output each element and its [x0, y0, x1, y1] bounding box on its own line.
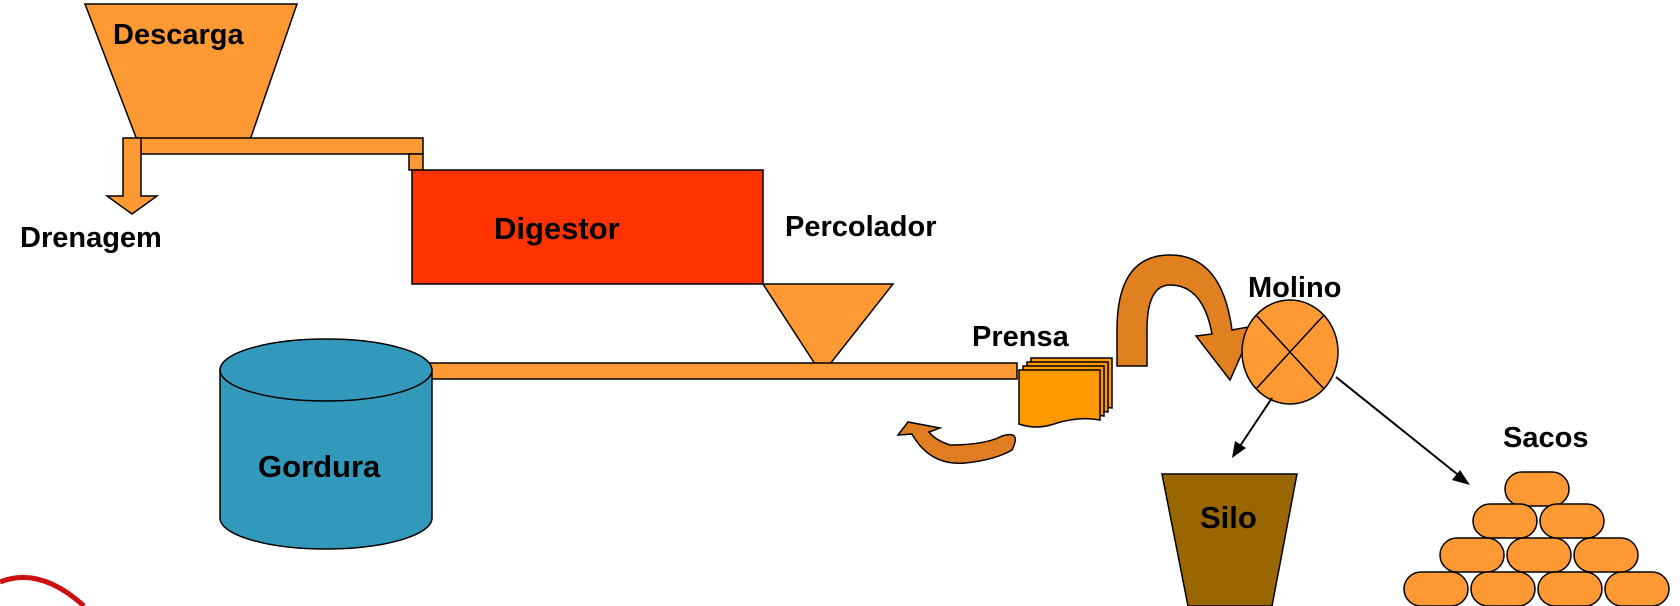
mill-to-silo-arrow [1239, 397, 1273, 447]
silo-label: Silo [1200, 500, 1257, 535]
molino-mill [1241, 299, 1339, 405]
lower-conveyor [424, 362, 1018, 380]
descarga-label: Descarga [113, 19, 244, 51]
logo-arc [0, 574, 86, 606]
gordura-tank [219, 369, 433, 550]
upper-conveyor [137, 137, 424, 155]
sacos-label: Sacos [1503, 422, 1588, 454]
percolador-label: Percolador [785, 211, 937, 243]
prensa-label: Prensa [972, 321, 1070, 353]
digestor-label: Digestor [494, 211, 620, 246]
molino-label: Molino [1248, 272, 1341, 304]
prensa-stack [1018, 357, 1113, 428]
return-arrow [896, 421, 1017, 464]
press-to-mill-arrow [1116, 254, 1256, 382]
conveyor-drop [408, 153, 424, 171]
gordura-tank-top [219, 338, 433, 402]
digestor-box [411, 169, 764, 285]
mill-to-sacos-arrowhead [1452, 470, 1470, 485]
drenagem-label: Drenagem [20, 222, 162, 254]
silo-bin [1161, 473, 1298, 606]
percolador-funnel [761, 283, 895, 365]
mill-to-silo-arrowhead [1232, 441, 1246, 458]
drenagem-arrow [104, 137, 160, 215]
sacos-pile [1403, 471, 1670, 606]
gordura-label: Gordura [258, 449, 381, 484]
mill-to-sacos-arrow [1335, 376, 1458, 475]
